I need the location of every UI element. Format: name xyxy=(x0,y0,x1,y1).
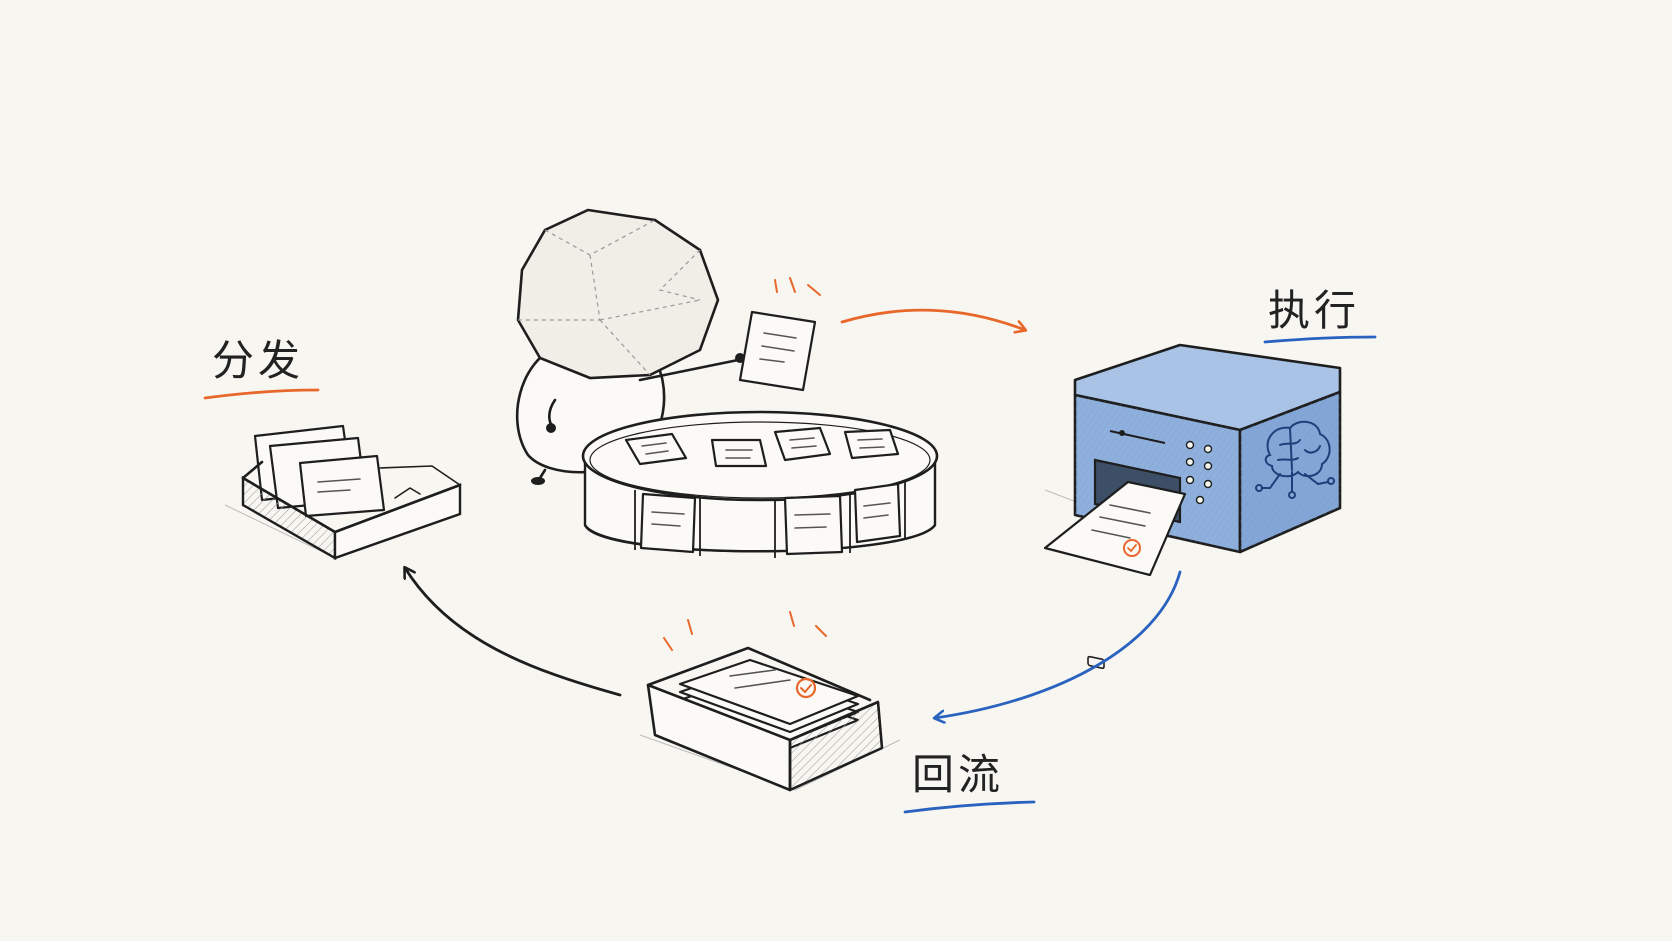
table-top-paper xyxy=(773,426,832,462)
distribute-label: 分发 xyxy=(212,336,305,385)
result-bin xyxy=(639,611,901,792)
held-paper xyxy=(738,277,821,392)
output-paper xyxy=(1043,480,1187,577)
spark-accent xyxy=(774,277,821,296)
sorting-tray xyxy=(224,424,462,561)
table-top-paper xyxy=(710,438,768,468)
arrow-to-execute xyxy=(840,308,1025,330)
execute-underline xyxy=(1263,335,1377,344)
spark-accent xyxy=(663,611,827,651)
processing-machine xyxy=(1043,343,1342,670)
return-underline xyxy=(903,800,1036,814)
table-top-paper xyxy=(624,432,688,466)
brain-circuit-icon xyxy=(1255,420,1335,499)
tray-paper xyxy=(298,454,386,518)
execute-label: 执行 xyxy=(1268,286,1361,335)
table-slot-paper xyxy=(853,482,902,544)
round-table xyxy=(581,410,939,558)
check-circle-icon xyxy=(795,677,817,699)
table-slot-paper xyxy=(639,492,697,554)
return-flow-label: 回流 xyxy=(912,750,1005,799)
arrow-to-return xyxy=(935,570,1182,718)
table-top-paper xyxy=(843,428,900,460)
check-circle-icon xyxy=(1123,539,1141,557)
table-slot-paper xyxy=(783,494,844,556)
distribute-underline xyxy=(203,388,320,400)
arrow-to-distribute xyxy=(405,568,622,697)
